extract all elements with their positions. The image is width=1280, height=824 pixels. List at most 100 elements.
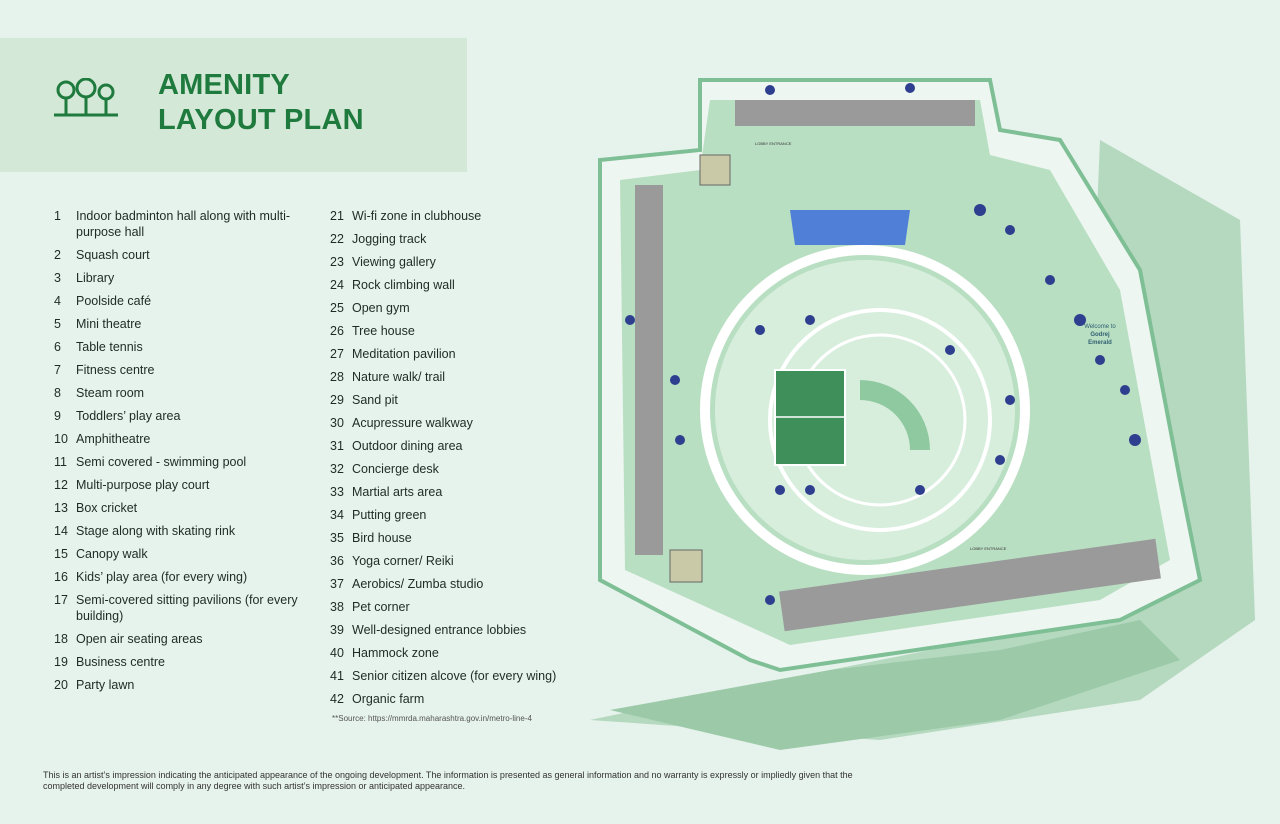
legend-number: 32 xyxy=(330,462,344,476)
trees-icon xyxy=(54,78,118,117)
legend-item: 4 Poolside café xyxy=(54,293,304,309)
trees xyxy=(625,83,1141,605)
legend-label: Nature walk/ trail xyxy=(352,370,446,384)
lobby-label-top: LOBBY ENTRANCE xyxy=(755,141,792,146)
legend-label: Table tennis xyxy=(76,340,143,354)
legend-label: Martial arts area xyxy=(352,485,443,499)
legend-label: Wi-fi zone in clubhouse xyxy=(352,209,482,223)
legend-number: 10 xyxy=(54,432,68,446)
legend-number: 29 xyxy=(330,393,344,407)
legend-label: Rock climbing wall xyxy=(352,278,455,292)
legend-item: 33 Martial arts area xyxy=(330,484,580,500)
legend-label: Organic farm xyxy=(352,692,425,706)
legend-label: Semi-covered sitting pavilions (for ever… xyxy=(76,593,298,623)
legend-number: 12 xyxy=(54,478,68,492)
legend-label: Canopy walk xyxy=(76,547,148,561)
legend-number: 40 xyxy=(330,646,344,660)
legend-number: 4 xyxy=(54,294,61,308)
legend-item: 40 Hammock zone xyxy=(330,645,580,661)
legend-item: 10 Amphitheatre xyxy=(54,431,304,447)
legend-label: Poolside café xyxy=(76,294,152,308)
legend-number: 33 xyxy=(330,485,344,499)
legend-label: Bird house xyxy=(352,531,412,545)
amenity-site-map: Welcome to Godrej Emerald LOBBY ENTRANCE… xyxy=(590,78,1255,750)
legend-item: 13 Box cricket xyxy=(54,500,304,516)
legend-label: Jogging track xyxy=(352,232,427,246)
page-title-line2: LAYOUT PLAN xyxy=(158,104,364,136)
legend-number: 16 xyxy=(54,570,68,584)
welcome-label-line2: Godrej xyxy=(1090,332,1110,338)
legend-number: 7 xyxy=(54,363,61,377)
swimming-pool xyxy=(790,210,910,245)
legend-label: Open gym xyxy=(352,301,410,315)
chess-board-top xyxy=(699,154,731,186)
legend-label: Yoga corner/ Reiki xyxy=(352,554,454,568)
legend-label: Library xyxy=(76,271,115,285)
legend-number: 6 xyxy=(54,340,61,354)
legend-number: 38 xyxy=(330,600,344,614)
legend-number: 1 xyxy=(54,209,61,223)
legend-number: 11 xyxy=(54,455,67,469)
legend-label: Multi-purpose play court xyxy=(76,478,210,492)
legend-number: 14 xyxy=(54,524,68,538)
legend-label: Kids’ play area (for every wing) xyxy=(76,570,248,584)
legend-number: 3 xyxy=(54,271,61,285)
legend-label: Party lawn xyxy=(76,678,135,692)
legend-label: Mini theatre xyxy=(76,317,142,331)
legend-item: 38 Pet corner xyxy=(330,599,580,615)
legend-number: 13 xyxy=(54,501,68,515)
legend-number: 22 xyxy=(330,232,344,246)
legend-number: 31 xyxy=(330,439,344,453)
legend-label: Indoor badminton hall along with multi-p… xyxy=(76,209,291,239)
legend-item: 20 Party lawn xyxy=(54,677,304,693)
disclaimer: This is an artist’s impression indicatin… xyxy=(43,770,853,791)
legend-label: Amphitheatre xyxy=(76,432,151,446)
legend-item: 34 Putting green xyxy=(330,507,580,523)
legend-label: Open air seating areas xyxy=(76,632,203,646)
legend-label: Putting green xyxy=(352,508,427,522)
legend-label: Hammock zone xyxy=(352,646,439,660)
legend-label: Acupressure walkway xyxy=(352,416,473,430)
legend-number: 17 xyxy=(54,593,68,607)
building-top xyxy=(735,100,975,126)
legend-item: 25 Open gym xyxy=(330,300,580,316)
legend-number: 25 xyxy=(330,301,344,315)
legend-label: Outdoor dining area xyxy=(352,439,463,453)
building-left xyxy=(635,185,663,555)
legend-item: 17 Semi-covered sitting pavilions (for ev… xyxy=(54,592,304,624)
central-ring-road xyxy=(700,245,1030,575)
legend-number: 34 xyxy=(330,508,344,522)
legend-label: Well-designed entrance lobbies xyxy=(352,623,527,637)
legend-label: Box cricket xyxy=(76,501,138,515)
legend-number: 15 xyxy=(54,547,68,561)
amphitheatre xyxy=(860,380,930,450)
lobby-label-bottom: LOBBY ENTRANCE xyxy=(970,546,1007,551)
legend-label: Toddlers’ play area xyxy=(76,409,181,423)
legend-number: 42 xyxy=(330,692,344,706)
legend-item: 31 Outdoor dining area xyxy=(330,438,580,454)
legend-label: Pet corner xyxy=(352,600,410,614)
legend-number: 23 xyxy=(330,255,344,269)
legend-number: 26 xyxy=(330,324,344,338)
legend-label: Squash court xyxy=(76,248,150,262)
legend-label: Aerobics/ Zumba studio xyxy=(352,577,484,591)
legend-number: 20 xyxy=(54,678,68,692)
title-band xyxy=(0,38,467,172)
legend-item: 42 Organic farm xyxy=(330,691,580,707)
legend-number: 41 xyxy=(330,669,344,683)
legend-number: 8 xyxy=(54,386,61,400)
welcome-label-line3: Emerald xyxy=(1088,340,1112,346)
amenity-legend-column-1: 1 Indoor badminton hall along with multi-… xyxy=(54,208,304,700)
